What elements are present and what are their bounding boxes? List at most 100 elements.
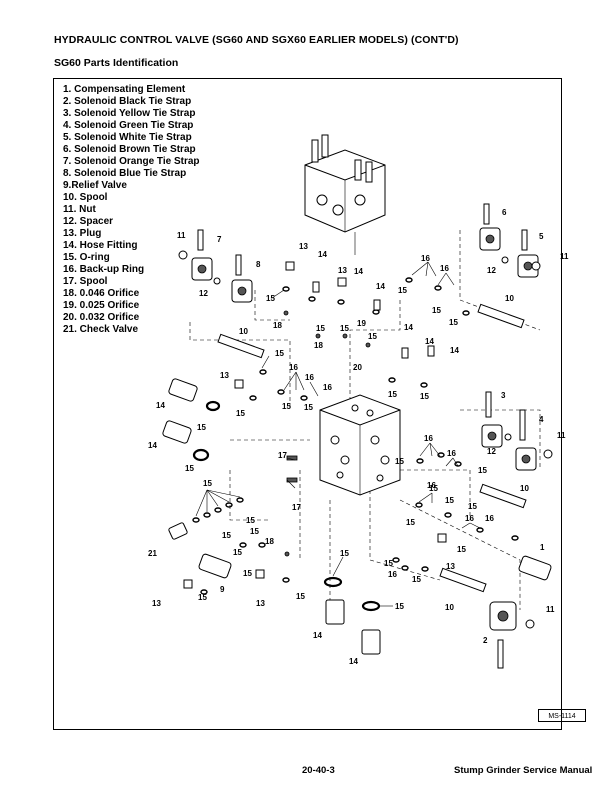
callout-15ag: 15 (296, 592, 305, 601)
callout-18c: 18 (265, 537, 274, 546)
callout-15y: 15 (222, 531, 231, 540)
callout-15r: 15 (429, 484, 438, 493)
solenoid-coils (191, 203, 539, 669)
legend-item: 9.Relief Valve (63, 180, 127, 191)
callout-14j: 14 (349, 657, 358, 666)
callout-15aa: 15 (246, 516, 255, 525)
callout-15m: 15 (449, 318, 458, 327)
callout-3: 3 (501, 391, 506, 400)
callout-15v: 15 (457, 545, 466, 554)
callout-12c: 12 (487, 447, 496, 456)
callout-20: 20 (353, 363, 362, 372)
callout-15c: 15 (197, 423, 206, 432)
legend-item: 11. Nut (63, 204, 96, 215)
callout-18: 18 (273, 321, 282, 330)
callout-15af: 15 (243, 569, 252, 578)
callout-14: 14 (318, 250, 327, 259)
legend-item: 15. O-ring (63, 252, 110, 263)
legend-item: 17. Spool (63, 276, 108, 287)
legend-item: 18. 0.046 Orifice (63, 288, 140, 299)
callout-16i: 16 (465, 514, 474, 523)
callout-13c: 13 (220, 371, 229, 380)
callout-15b: 15 (275, 349, 284, 358)
hose-fittings (162, 378, 552, 655)
legend-item: 4. Solenoid Green Tie Strap (63, 120, 194, 131)
callout-13: 13 (299, 242, 308, 251)
callout-numbers: 1 2 3 4 5 6 7 8 9 10 10 10 10 11 11 11 1… (148, 208, 569, 666)
callout-14e: 14 (425, 337, 434, 346)
callout-15: 15 (266, 294, 275, 303)
callout-12b: 12 (487, 266, 496, 275)
callout-15d: 15 (185, 464, 194, 473)
legend-item: 12. Spacer (63, 216, 114, 227)
parts-legend: 1. Compensating Element 2. Solenoid Blac… (63, 84, 200, 336)
callout-15e: 15 (236, 409, 245, 418)
callout-16e: 16 (323, 383, 332, 392)
callout-16: 16 (421, 254, 430, 263)
callout-4: 4 (539, 415, 544, 424)
callout-14f: 14 (450, 346, 459, 355)
callout-9: 9 (220, 585, 225, 594)
callout-14b: 14 (354, 267, 363, 276)
callout-1: 1 (540, 543, 545, 552)
callout-8: 8 (256, 260, 261, 269)
callout-11d: 11 (546, 605, 555, 614)
callout-16h: 16 (427, 481, 436, 490)
callout-16c: 16 (289, 363, 298, 372)
assembly-guide-lines (189, 230, 541, 610)
callout-16f: 16 (424, 434, 433, 443)
callout-15z: 15 (250, 527, 259, 536)
callout-16g: 16 (447, 449, 456, 458)
legend-item: 1. Compensating Element (63, 84, 186, 95)
callout-10: 10 (239, 327, 248, 336)
callout-15u: 15 (468, 502, 477, 511)
callout-21: 21 (148, 549, 157, 558)
callout-16j: 16 (485, 514, 494, 523)
valve-block-center (319, 394, 401, 496)
callout-11b: 11 (560, 252, 569, 261)
callout-2: 2 (483, 636, 488, 645)
spools (217, 303, 527, 593)
callout-15ah: 15 (198, 593, 207, 602)
callout-15ad: 15 (412, 575, 421, 584)
legend-item: 2. Solenoid Black Tie Strap (63, 96, 192, 107)
callout-17b: 17 (292, 503, 301, 512)
callout-15ac: 15 (384, 559, 393, 568)
leader-lines (195, 261, 481, 607)
callout-12: 12 (199, 289, 208, 298)
callout-10c: 10 (520, 484, 529, 493)
callout-13e: 13 (152, 599, 161, 608)
callout-16k: 16 (388, 570, 397, 579)
legend-item: 10. Spool (63, 192, 108, 203)
callout-15x: 15 (233, 548, 242, 557)
callout-16b: 16 (440, 264, 449, 273)
callout-14h: 14 (148, 441, 157, 450)
callout-5: 5 (539, 232, 544, 241)
callout-15g: 15 (304, 403, 313, 412)
legend-item: 20. 0.032 Orifice (63, 312, 140, 323)
callout-19: 19 (357, 319, 366, 328)
page-number: 20-40-3 (302, 765, 335, 776)
legend-item: 3. Solenoid Yellow Tie Strap (63, 108, 196, 119)
callout-15o: 15 (420, 392, 429, 401)
callout-15ae: 15 (395, 602, 404, 611)
callout-10d: 10 (445, 603, 454, 612)
callout-15j: 15 (368, 332, 377, 341)
callout-15f: 15 (282, 402, 291, 411)
callout-6: 6 (502, 208, 507, 217)
legend-item: 6. Solenoid Brown Tie Strap (63, 144, 196, 155)
manual-title: Stump Grinder Service Manual (454, 765, 593, 776)
figure-frame (53, 78, 562, 730)
callout-17: 17 (278, 451, 287, 460)
callout-7: 7 (217, 235, 222, 244)
legend-item: 13. Plug (63, 228, 102, 239)
callout-14g: 14 (156, 401, 165, 410)
callout-11c: 11 (557, 431, 566, 440)
callout-16d: 16 (305, 373, 314, 382)
section-subtitle: SG60 Parts Identification (54, 57, 179, 69)
callout-13f: 13 (256, 599, 265, 608)
callout-15ab: 15 (340, 549, 349, 558)
callout-15p: 15 (395, 457, 404, 466)
callout-13b: 13 (338, 266, 347, 275)
